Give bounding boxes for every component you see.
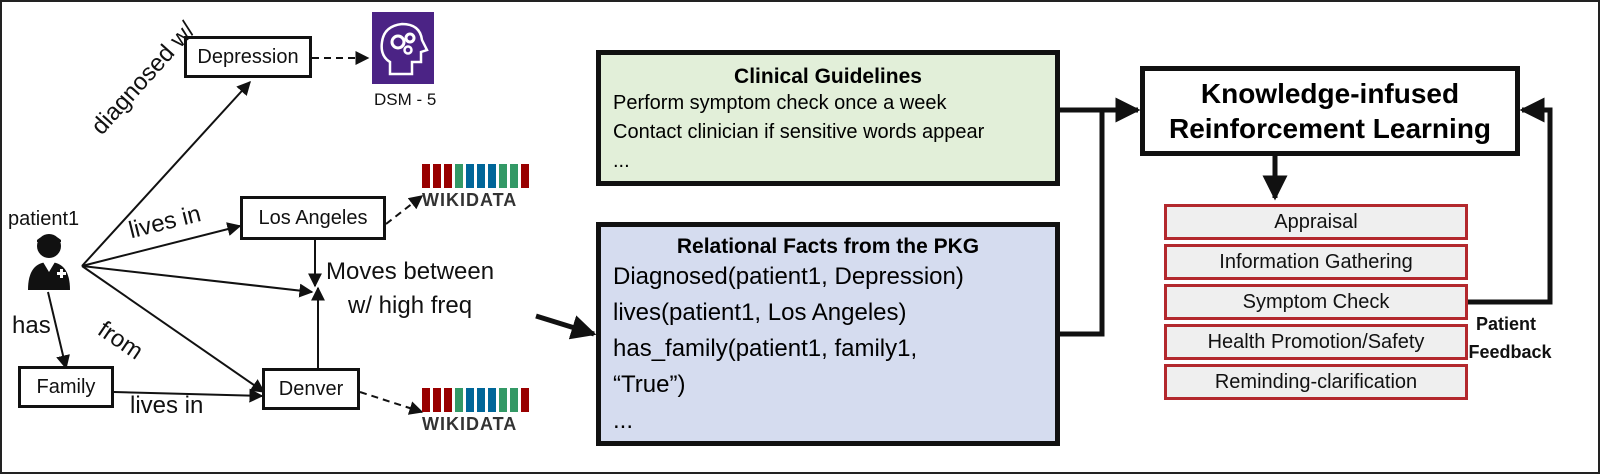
guideline-line: ... bbox=[613, 150, 630, 172]
wikidata-wordmark: WIKIDATA bbox=[422, 414, 518, 434]
edge-label-family-lives-in: lives in bbox=[130, 392, 204, 419]
wikidata-logo-top: WIKIDATA bbox=[422, 164, 530, 212]
edge-label-has: has bbox=[12, 312, 51, 339]
edge-diagnosed bbox=[81, 80, 251, 267]
node-depression: Depression bbox=[184, 36, 312, 78]
patient-icon bbox=[28, 234, 70, 290]
wikidata-logo-bottom: WIKIDATA bbox=[422, 388, 530, 436]
kirl-title-line-1: Knowledge-infused bbox=[1200, 78, 1460, 109]
patient-label: patient1 bbox=[8, 208, 80, 230]
relational-facts-box: Relational Facts from the PKG Diagnosed(… bbox=[596, 222, 1060, 446]
step-reminding-clarification: Reminding-clarification bbox=[1164, 364, 1468, 400]
fact-line: lives(patient1, Los Angeles) bbox=[613, 299, 907, 326]
node-family: Family bbox=[18, 366, 114, 408]
feedback-label-line-1: Patient bbox=[1475, 314, 1536, 334]
edge-has-family bbox=[47, 291, 70, 370]
link-wikidata-la bbox=[385, 195, 424, 225]
node-denver: Denver bbox=[262, 368, 360, 410]
clinical-guidelines-box: Clinical Guidelines Perform symptom chec… bbox=[596, 50, 1060, 186]
clinical-guidelines-title: Clinical Guidelines bbox=[734, 65, 922, 88]
guideline-line: Perform symptom check once a week bbox=[613, 92, 947, 114]
edge-label-moves-1: Moves between bbox=[326, 258, 495, 285]
arrow-facts-to-kirl bbox=[1060, 110, 1105, 337]
arrow-graph-to-facts bbox=[535, 313, 597, 340]
edge-from-denver bbox=[81, 265, 266, 393]
feedback-loop bbox=[1468, 97, 1553, 305]
kirl-box: Knowledge-infused Reinforcement Learning bbox=[1140, 66, 1520, 156]
edge-label-moves-2: w/ high freq bbox=[348, 292, 473, 319]
edge-family-lives bbox=[113, 388, 264, 403]
fact-line: “True”) bbox=[613, 371, 686, 398]
wikidata-wordmark: WIKIDATA bbox=[422, 190, 518, 210]
kirl-title-line-2: Reinforcement Learning bbox=[1168, 113, 1492, 144]
step-information-gathering: Information Gathering bbox=[1164, 244, 1468, 280]
guideline-line: Contact clinician if sensitive words app… bbox=[613, 121, 985, 143]
wikidata-bars-icon bbox=[422, 164, 530, 188]
edge-lives-in-la bbox=[81, 222, 242, 267]
step-appraisal: Appraisal bbox=[1164, 204, 1468, 240]
dsm-label: DSM - 5 bbox=[374, 90, 437, 109]
dsm-icon bbox=[372, 12, 434, 84]
step-health-promotion: Health Promotion/Safety bbox=[1164, 324, 1468, 360]
feedback-label-line-2: Feedback bbox=[1468, 342, 1552, 362]
wikidata-bars-icon bbox=[422, 388, 530, 412]
step-symptom-check: Symptom Check bbox=[1164, 284, 1468, 320]
relational-facts-title: Relational Facts from the PKG bbox=[676, 235, 980, 258]
fact-line: ... bbox=[613, 407, 634, 434]
fact-line: Diagnosed(patient1, Depression) bbox=[613, 263, 964, 290]
fact-line: has_family(patient1, family1, bbox=[613, 335, 918, 362]
edge-to-junction bbox=[81, 265, 314, 298]
link-wikidata-denver bbox=[359, 391, 424, 415]
node-los-angeles: Los Angeles bbox=[240, 196, 386, 240]
